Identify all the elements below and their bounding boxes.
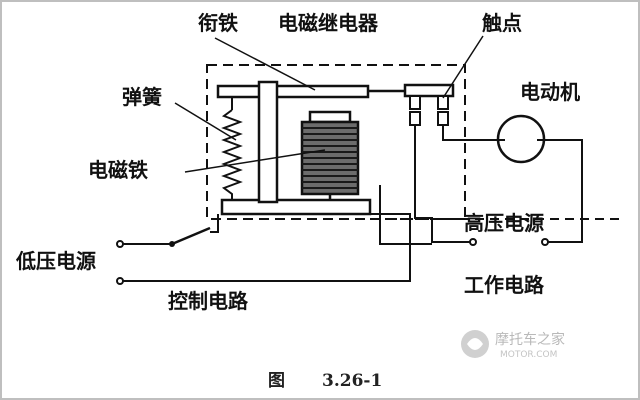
label-relay: 电磁继电器 <box>278 11 379 35</box>
lv-source-terminals <box>116 240 124 285</box>
relay-enclosure <box>206 64 466 220</box>
motor <box>496 114 546 164</box>
label-work-circuit: 工作电路 <box>464 273 545 297</box>
watermark-logo-icon <box>461 330 489 358</box>
label-armature: 衔铁 <box>198 11 238 35</box>
watermark-site-cn: 摩托车之家 <box>495 331 565 348</box>
figure-caption-prefix: 图 <box>268 371 285 391</box>
label-control-circuit: 控制电路 <box>168 289 249 313</box>
spring <box>221 109 243 200</box>
figure-caption-number: 3.26-1 <box>322 371 382 391</box>
label-contacts: 触点 <box>482 11 522 35</box>
watermark: 摩托车之家 MOTOR.COM <box>461 330 565 360</box>
watermark-site-en: MOTOR.COM <box>500 350 557 360</box>
label-motor: 电动机 <box>520 80 580 104</box>
control-circuit-wires <box>123 185 432 282</box>
armature <box>216 80 405 204</box>
control-switch <box>169 226 211 247</box>
label-hv-source: 高压电源 <box>464 211 544 235</box>
label-electromagnet: 电磁铁 <box>88 158 148 182</box>
hv-source-terminals <box>469 238 549 246</box>
relay-base <box>220 198 372 216</box>
label-spring: 弹簧 <box>122 85 162 109</box>
electromagnet-coil <box>300 110 360 200</box>
relay-contacts <box>403 83 455 126</box>
leader-lines <box>174 35 484 173</box>
label-lv-source: 低压电源 <box>15 249 96 273</box>
